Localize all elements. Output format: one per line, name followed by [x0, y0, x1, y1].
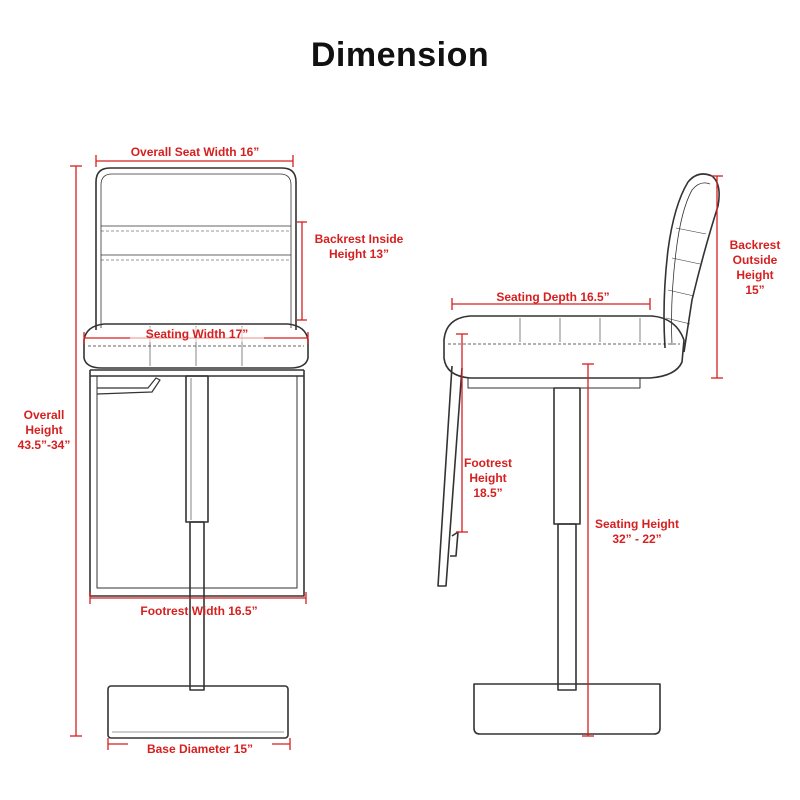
backrest-outside-line-2: Outside	[732, 253, 778, 267]
overall-height-line-3: 43.5”-34”	[17, 438, 71, 452]
front-view-stool	[83, 167, 309, 739]
seating-depth-label: Seating Depth 16.5”	[496, 290, 610, 304]
overall-height-label: Overall Height 43.5”-34”	[8, 408, 80, 453]
footrest-height-label: Footrest Height 18.5”	[456, 456, 520, 501]
diagram-title: Dimension	[310, 36, 490, 74]
seating-height-line-2: 32” - 22”	[612, 532, 662, 546]
backrest-outside-line-1: Backrest	[729, 238, 781, 252]
base-diameter-label: Base Diameter 15”	[128, 742, 272, 757]
backrest-inside-line-1: Backrest Inside	[314, 232, 404, 246]
footrest-height-line-1: Footrest	[464, 456, 512, 470]
backrest-inside-height-label: Backrest Inside Height 13”	[304, 232, 414, 262]
backrest-outside-line-3: Height	[736, 268, 774, 282]
seating-height-label: Seating Height 32” - 22”	[584, 517, 690, 547]
backrest-inside-line-2: Height 13”	[328, 247, 389, 261]
side-view-stool	[437, 173, 720, 735]
backrest-outside-height-label: Backrest Outside Height 15”	[722, 238, 788, 298]
overall-seat-width-label: Overall Seat Width 16”	[130, 145, 260, 159]
footrest-width-label: Footrest Width 16.5”	[140, 604, 258, 618]
seating-width-label: Seating Width 17”	[130, 327, 264, 342]
backrest-outside-line-4: 15”	[745, 283, 765, 297]
overall-height-line-1: Overall	[23, 408, 65, 422]
seating-height-line-1: Seating Height	[594, 517, 679, 531]
footrest-height-line-2: Height	[469, 471, 507, 485]
footrest-height-line-3: 18.5”	[473, 486, 503, 500]
overall-height-line-2: Height	[25, 423, 63, 437]
